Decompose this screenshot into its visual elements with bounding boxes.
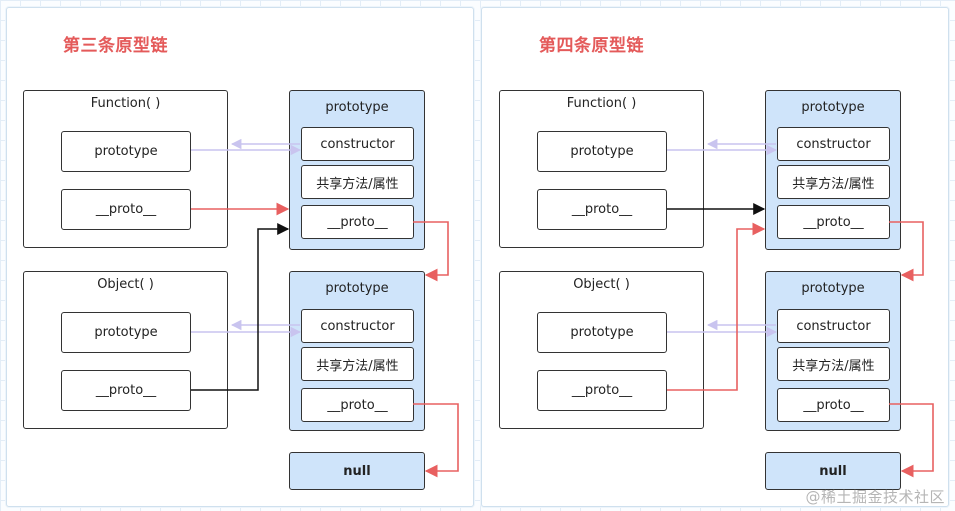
watermark: @稀土掘金技术社区 (805, 488, 945, 506)
left-panel-title: 第三条原型链 (63, 36, 168, 56)
right-object-prototype-proto: __proto__ (777, 388, 890, 422)
right-function-prototype-proto: __proto__ (777, 205, 890, 239)
left-object-prototype-title: prototype (325, 281, 389, 296)
right-object-prototype-constructor: constructor (777, 309, 890, 343)
right-function-prototype-object: prototype constructor 共享方法/属性 __proto__ (765, 90, 901, 250)
left-function-prototype-proto: __proto__ (301, 205, 414, 239)
left-object-proto-box: __proto__ (61, 370, 191, 411)
right-object-name: Object( ) (573, 277, 630, 292)
left-object-name: Object( ) (97, 277, 154, 292)
left-function-prototype-box: prototype (61, 131, 191, 172)
left-object-prototype-proto: __proto__ (301, 388, 414, 422)
left-function-prototype-title: prototype (325, 100, 389, 115)
right-object-prototype-title: prototype (801, 281, 865, 296)
left-function-prototype-methods: 共享方法/属性 (301, 165, 414, 199)
left-object-prototype-object: prototype constructor 共享方法/属性 __proto__ (289, 271, 425, 431)
right-function-constructor: Function( ) prototype __proto__ (499, 90, 704, 248)
right-object-prototype-methods: 共享方法/属性 (777, 347, 890, 381)
right-function-prototype-methods: 共享方法/属性 (777, 165, 890, 199)
left-null-box: null (289, 452, 425, 490)
left-function-prototype-object: prototype constructor 共享方法/属性 __proto__ (289, 90, 425, 250)
right-function-prototype-title: prototype (801, 100, 865, 115)
right-object-prototype-box: prototype (537, 312, 667, 353)
left-function-constructor: Function( ) prototype __proto__ (23, 90, 228, 248)
right-function-prototype-box: prototype (537, 131, 667, 172)
left-function-name: Function( ) (90, 96, 161, 111)
right-null-box: null (765, 452, 901, 490)
right-panel (481, 7, 949, 507)
left-object-prototype-methods: 共享方法/属性 (301, 347, 414, 381)
right-object-constructor: Object( ) prototype __proto__ (499, 271, 704, 429)
right-function-name: Function( ) (566, 96, 637, 111)
right-function-proto-box: __proto__ (537, 189, 667, 230)
right-function-prototype-constructor: constructor (777, 127, 890, 161)
right-object-proto-box: __proto__ (537, 370, 667, 411)
left-panel (6, 7, 474, 507)
left-function-proto-box: __proto__ (61, 189, 191, 230)
right-object-prototype-object: prototype constructor 共享方法/属性 __proto__ (765, 271, 901, 431)
left-object-constructor: Object( ) prototype __proto__ (23, 271, 228, 429)
left-object-prototype-constructor: constructor (301, 309, 414, 343)
right-panel-title: 第四条原型链 (539, 36, 644, 56)
left-object-prototype-box: prototype (61, 312, 191, 353)
left-function-prototype-constructor: constructor (301, 127, 414, 161)
